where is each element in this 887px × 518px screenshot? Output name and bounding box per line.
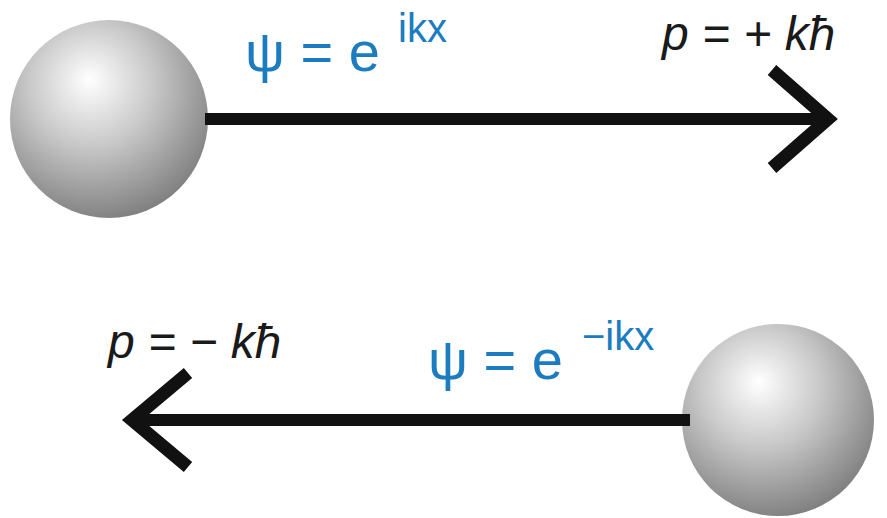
wavefunction-label: ψ = e xyxy=(428,332,563,388)
particle-sphere xyxy=(682,324,874,516)
particle-sphere xyxy=(10,20,208,218)
momentum-arrow xyxy=(205,113,824,125)
exponent-label: ikx xyxy=(398,8,447,48)
arrow-head xyxy=(772,70,828,168)
arrow-head xyxy=(132,373,188,467)
momentum-label: p = − kħ xyxy=(108,318,281,366)
exponent-label: −ikx xyxy=(582,316,654,356)
momentum-arrow xyxy=(136,414,690,426)
momentum-label: p = + kħ xyxy=(662,10,835,58)
wavefunction-label: ψ = e xyxy=(245,24,380,80)
